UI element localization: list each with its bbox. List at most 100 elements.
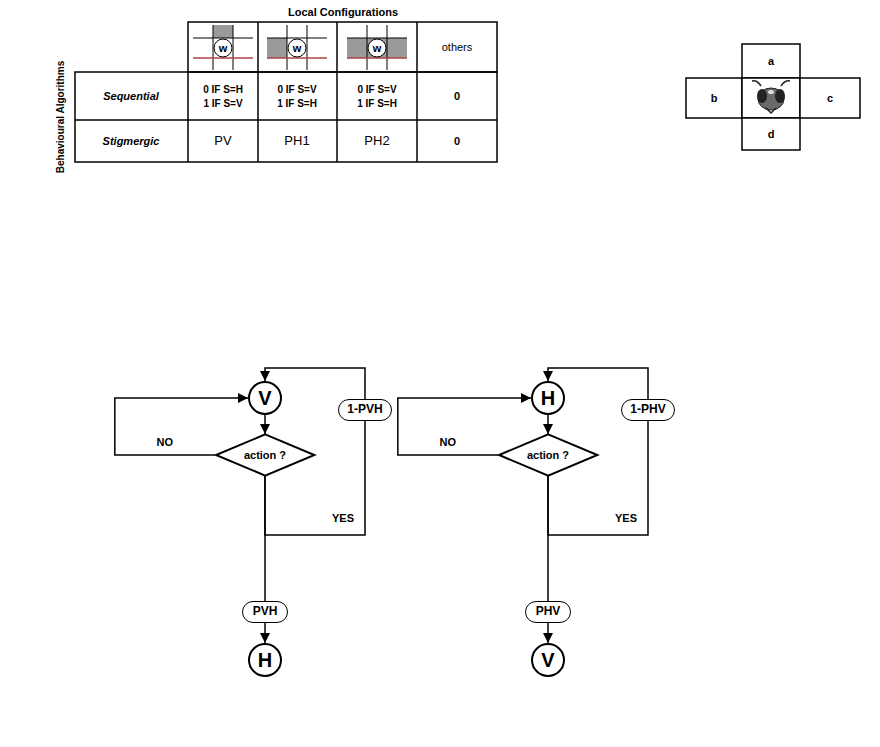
column-header: others xyxy=(442,41,473,53)
grid-line xyxy=(347,38,407,39)
table-header-frame xyxy=(188,22,497,72)
wasp-marker xyxy=(214,39,232,57)
decision-diamond: action ? xyxy=(215,434,315,476)
table-body-frame xyxy=(75,72,497,162)
table-rule xyxy=(336,22,338,162)
wasp-letter: w xyxy=(293,42,302,54)
table-rule xyxy=(257,22,259,162)
neighbour-cell xyxy=(800,78,860,118)
table-grid xyxy=(75,22,497,162)
grid-line xyxy=(233,25,234,70)
branch-label: NO xyxy=(438,436,459,448)
node-text: V xyxy=(541,649,554,671)
occupied-cell xyxy=(267,38,287,58)
wasp-head xyxy=(758,88,784,110)
probability-box: 1-PHV xyxy=(621,399,675,421)
flow-connector xyxy=(547,415,549,434)
cell-letter: d xyxy=(768,128,775,140)
table-cell: PV xyxy=(214,134,231,148)
row-group-label: Behavioural Algorithms xyxy=(55,61,66,173)
node-text: V xyxy=(258,387,271,409)
wasp-marker xyxy=(288,39,306,57)
neighbourhood-cross xyxy=(686,44,860,150)
grid-line xyxy=(213,25,214,70)
decision-diamond: action ? xyxy=(498,434,598,476)
config-icon xyxy=(267,25,327,70)
table-rule xyxy=(75,119,497,121)
grid-line xyxy=(267,38,327,39)
table-cell: 0 IF S=V xyxy=(357,84,396,95)
config-icon xyxy=(193,25,253,70)
branch-label: YES xyxy=(613,512,639,524)
flow-connector xyxy=(265,421,365,535)
node-text: 1-PVH xyxy=(347,403,382,416)
flow-connector xyxy=(547,623,549,643)
state-circle: V xyxy=(531,643,565,677)
node-text: H xyxy=(258,649,272,671)
grid-line xyxy=(387,25,388,70)
table-cell: 0 xyxy=(454,90,460,102)
wasp-letter: w xyxy=(373,42,382,54)
grid-line xyxy=(307,25,308,70)
grid-line xyxy=(193,38,253,39)
table-cell: 0 IF S=V xyxy=(277,84,316,95)
wasp-ocellus xyxy=(768,90,774,94)
table-cell: 0 IF S=H xyxy=(203,84,243,95)
neighbour-cell xyxy=(686,78,742,118)
occupied-cell xyxy=(213,25,233,38)
probability-box: 1-PVH xyxy=(338,399,392,421)
table-rule xyxy=(416,22,418,162)
wasp-icon xyxy=(752,81,790,113)
node-text: PVH xyxy=(253,605,278,618)
antenna xyxy=(781,81,790,86)
wasp-eye xyxy=(775,89,785,103)
flow-connector xyxy=(547,476,549,601)
row-header: Stigmergic xyxy=(103,135,160,147)
flow-connector xyxy=(115,398,248,455)
wasp-marker xyxy=(368,39,386,57)
cell-letter: b xyxy=(711,92,718,104)
state-circle: H xyxy=(248,643,282,677)
table-rule xyxy=(187,72,189,162)
neighbour-cell xyxy=(742,44,800,78)
cell-letter: c xyxy=(827,92,833,104)
node-text: 1-PHV xyxy=(630,403,665,416)
state-circle: H xyxy=(531,381,565,415)
flow-connector xyxy=(264,476,266,601)
flow-connector xyxy=(548,421,648,535)
state-circle: V xyxy=(248,381,282,415)
node-text: PHV xyxy=(536,605,561,618)
grid-line xyxy=(287,25,288,70)
node-text: H xyxy=(541,387,555,409)
table-cell: PH1 xyxy=(284,134,309,148)
flow-connector xyxy=(398,398,531,455)
probability-box: PHV xyxy=(525,601,571,623)
diamond-shape xyxy=(216,434,314,475)
antenna xyxy=(752,81,761,86)
node-text: action ? xyxy=(244,449,286,461)
table-title: Local Configurations xyxy=(288,6,398,18)
neighbour-cell xyxy=(742,118,800,150)
centre-cell xyxy=(742,78,800,118)
table-cell: 0 xyxy=(454,135,460,147)
grid-line xyxy=(367,25,368,70)
diamond-shape xyxy=(499,434,597,475)
table-cell: 1 IF S=V xyxy=(203,98,242,109)
probability-box: PVH xyxy=(242,601,288,623)
table-cell: 1 IF S=H xyxy=(277,98,317,109)
config-icon xyxy=(347,25,407,70)
row-header: Sequential xyxy=(103,90,159,102)
wasp-eye xyxy=(757,89,767,103)
wasp-letter: w xyxy=(219,42,228,54)
occupied-cell xyxy=(347,38,407,58)
table-cell: PH2 xyxy=(364,134,389,148)
branch-label: NO xyxy=(155,436,176,448)
flow-connector xyxy=(264,623,266,643)
flow-connector xyxy=(264,415,266,434)
branch-label: YES xyxy=(330,512,356,524)
